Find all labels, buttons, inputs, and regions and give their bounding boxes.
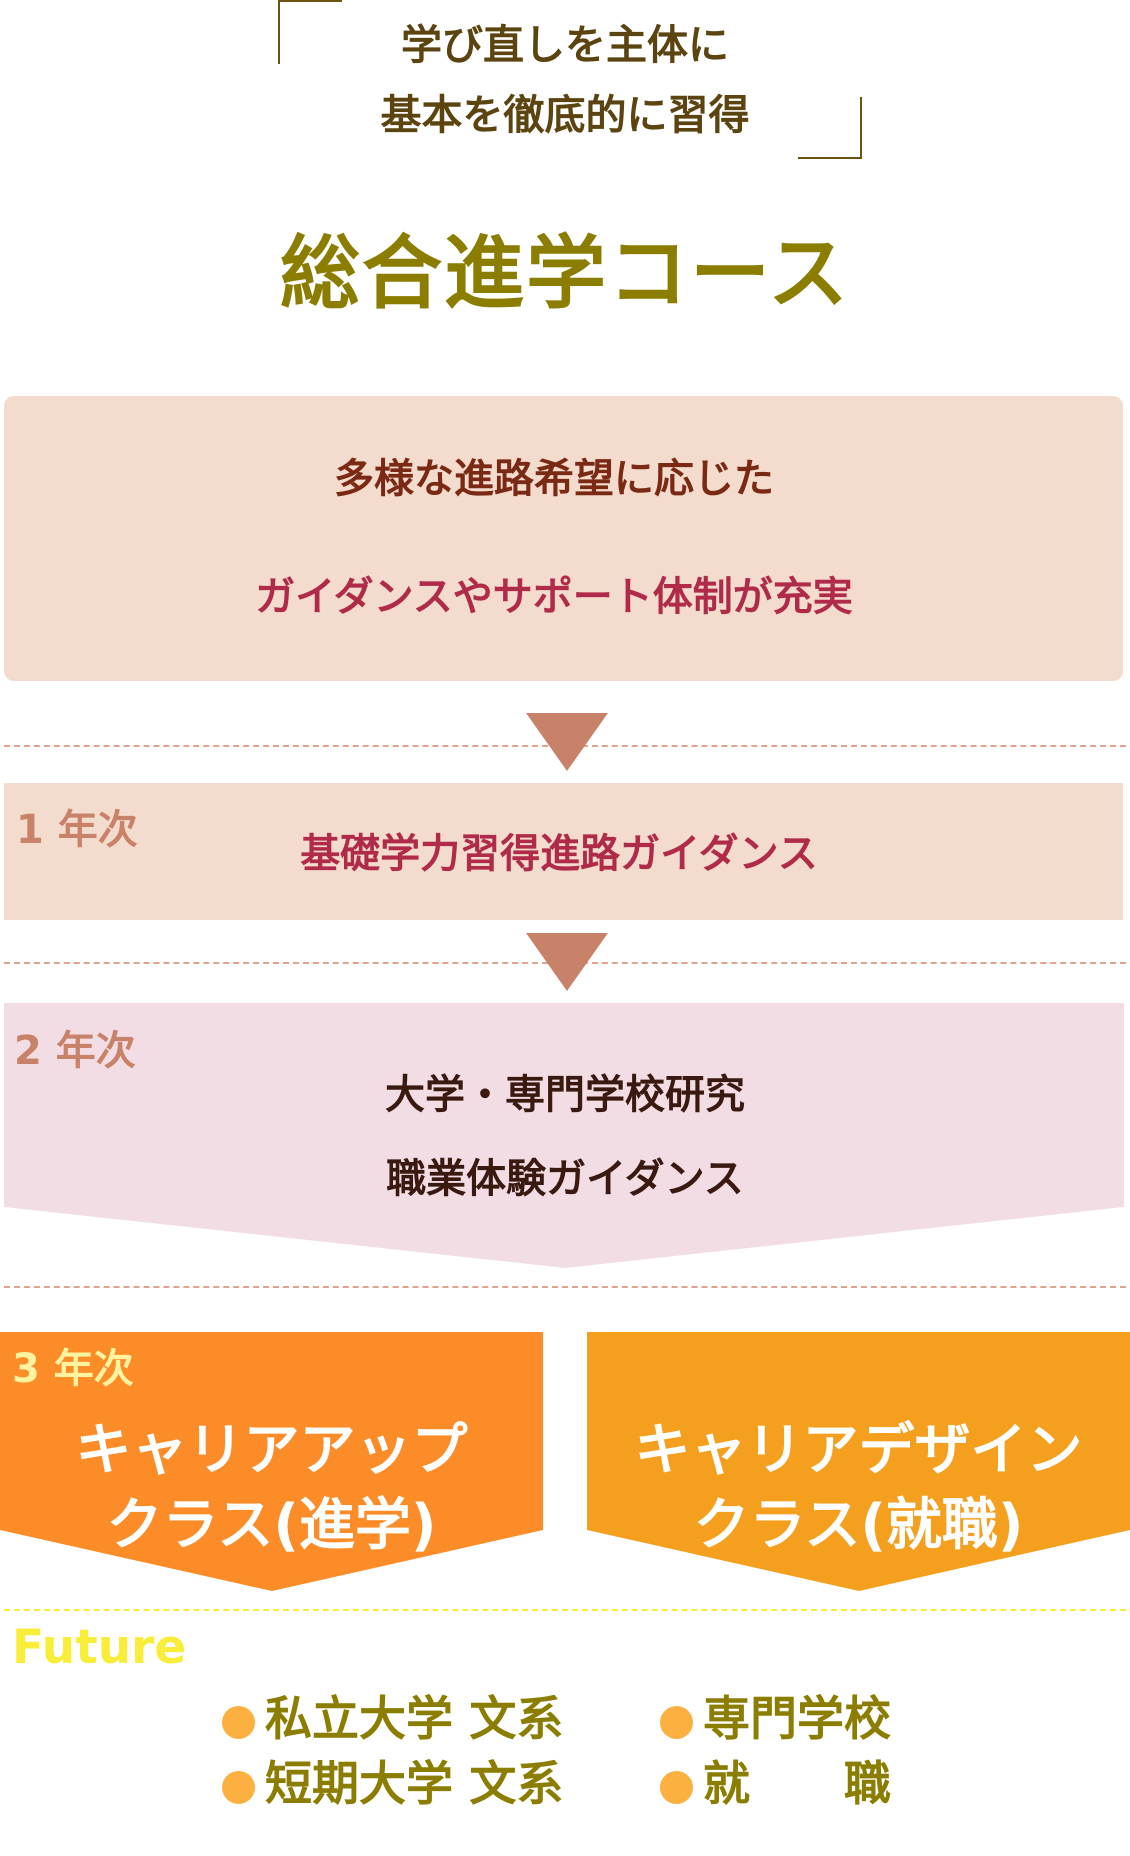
year1-box: 1 年次 基礎学力習得進路ガイダンス — [4, 783, 1123, 920]
year2-label: 2 年次 — [14, 1028, 136, 1074]
career-up-line2: クラス(進学) — [106, 1493, 437, 1558]
career-design-box — [587, 1332, 1130, 1591]
year2-line1: 大学・専門学校研究 — [385, 1072, 745, 1118]
career-up-line1: キャリアアップ — [75, 1418, 468, 1483]
year2-line2: 職業体験ガイダンス — [386, 1156, 744, 1202]
future-label: Future — [12, 1620, 187, 1675]
career-up-box — [0, 1332, 543, 1591]
year3-label: 3 年次 — [12, 1346, 134, 1392]
future-item: 就 職 — [660, 1755, 891, 1815]
overview-box: 多様な進路希望に応じた ガイダンスやサポート体制が充実 — [4, 396, 1123, 681]
divider-future — [4, 1609, 1126, 1611]
tagline-line2: 基本を徹底的に習得 — [380, 91, 750, 139]
year1-text: 基礎学力習得進路ガイダンス — [300, 831, 818, 877]
bracket-close — [798, 97, 862, 159]
bullet-icon — [222, 1706, 255, 1739]
down-arrow-icon — [526, 713, 608, 771]
divider — [4, 1286, 1126, 1288]
year2-box — [4, 1003, 1124, 1268]
tagline-line1: 学び直しを主体に — [401, 21, 729, 69]
overview-line1: 多様な進路希望に応じた — [334, 456, 774, 502]
career-design-line1: キャリアデザイン — [634, 1418, 1083, 1483]
course-title: 総合進学コース — [280, 227, 850, 320]
bullet-icon — [660, 1706, 693, 1739]
year1-label: 1 年次 — [16, 807, 138, 853]
bullet-icon — [660, 1771, 693, 1804]
career-design-line2: クラス(就職) — [693, 1493, 1024, 1558]
bracket-open — [278, 0, 342, 64]
future-item: 専門学校 — [660, 1690, 891, 1750]
down-arrow-icon — [526, 933, 608, 991]
future-item: 私立大学 文系 — [222, 1690, 563, 1750]
overview-line2: ガイダンスやサポート体制が充実 — [255, 574, 853, 620]
future-item: 短期大学 文系 — [222, 1755, 563, 1815]
year3-classes — [0, 1332, 1130, 1591]
bullet-icon — [222, 1771, 255, 1804]
